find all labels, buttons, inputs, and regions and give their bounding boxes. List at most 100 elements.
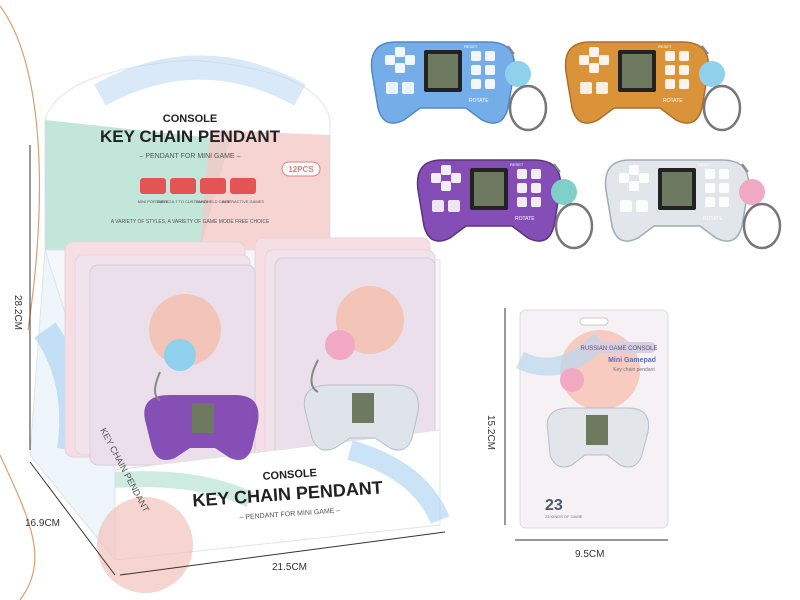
dpad-button xyxy=(589,63,599,73)
dpad-button xyxy=(639,173,649,183)
action-button xyxy=(665,79,675,89)
width-label: 21.5CM xyxy=(272,562,307,573)
rotate-label: ROTATE xyxy=(515,216,535,222)
front-line1: CONSOLE xyxy=(262,467,317,483)
dpad-button xyxy=(395,63,405,73)
dpad-button xyxy=(395,47,405,57)
action-button xyxy=(719,169,729,179)
action-button xyxy=(719,183,729,193)
reset-label: RESET xyxy=(510,162,524,167)
feature-0: MINI PORTABLE xyxy=(138,199,169,204)
action-button xyxy=(471,51,481,61)
action-button xyxy=(531,197,541,207)
gamepad-screen xyxy=(622,54,652,88)
purple-gamepad-screen xyxy=(192,403,214,433)
dpad-button xyxy=(589,47,599,57)
gamepad-variants: ROTATERESETROTATERESETROTATERESETROTATER… xyxy=(370,41,782,250)
dpad-button xyxy=(441,165,451,175)
front-mint-stripe xyxy=(114,471,254,508)
header-line1: CONSOLE xyxy=(163,113,217,125)
feature-3: INTERACTIVE GAMES xyxy=(222,199,264,204)
header-blue-arc xyxy=(94,55,306,106)
bell-icon xyxy=(739,179,765,205)
rotate-label: ROTATE xyxy=(663,98,683,104)
action-button xyxy=(705,183,715,193)
action-button xyxy=(719,197,729,207)
front-blue-stripe xyxy=(347,440,450,525)
action-button xyxy=(517,169,527,179)
dpad-button xyxy=(405,55,415,65)
gamepad-clear: ROTATE RESET xyxy=(604,159,782,250)
action-button xyxy=(665,65,675,75)
keyring-2 xyxy=(310,359,319,393)
action-button xyxy=(665,51,675,61)
action-button xyxy=(679,51,689,61)
gamepad-orange: ROTATE RESET xyxy=(564,41,742,132)
dpad-button xyxy=(385,55,395,65)
rotate-label: ROTATE xyxy=(703,216,723,222)
card-title-pill xyxy=(582,342,656,353)
depth-label: 16.9CM xyxy=(25,518,60,529)
badge-text: 12PCS xyxy=(288,165,314,174)
dpad-button xyxy=(431,173,441,183)
chain xyxy=(553,163,561,173)
card-width-label: 9.5CM xyxy=(575,549,604,560)
action-button xyxy=(531,169,541,179)
header-choice-line: A VARIETY OF STYLES, A VARIETY OF GAME M… xyxy=(111,219,270,225)
header-pink-shape xyxy=(200,130,330,250)
reset-label: RESET xyxy=(464,44,478,49)
left-button xyxy=(432,200,444,212)
card-gamepad-screen xyxy=(586,415,608,445)
keyring xyxy=(154,371,161,401)
width-line xyxy=(119,531,446,576)
action-button xyxy=(705,169,715,179)
chain xyxy=(507,45,515,55)
action-button xyxy=(485,65,495,75)
decorative-arc-bottom xyxy=(0,454,36,600)
dpad-button xyxy=(629,165,639,175)
hang-hole xyxy=(579,317,609,326)
card-pink-bell xyxy=(560,368,584,392)
chain xyxy=(741,163,749,173)
left-button xyxy=(402,82,414,94)
reset-label: RESET xyxy=(698,162,712,167)
keyring-icon xyxy=(554,202,594,250)
header-line2: KEY CHAIN PENDANT xyxy=(100,127,281,146)
action-button xyxy=(485,79,495,89)
header-badge: 12PCS xyxy=(281,161,321,177)
dpad-button xyxy=(619,173,629,183)
gamepad-screen xyxy=(428,54,458,88)
card-title: RUSSIAN GAME CONSOLE xyxy=(580,346,657,352)
left-button xyxy=(580,82,592,94)
dpad-button xyxy=(629,181,639,191)
action-button xyxy=(485,51,495,61)
header-mint-shape xyxy=(45,120,230,250)
left-button xyxy=(386,82,398,94)
action-button xyxy=(705,197,715,207)
decorative-arc xyxy=(0,5,40,331)
feature-tags: MINI PORTABLE DIFFICULT TO CUSTOMIZE HAN… xyxy=(138,178,264,204)
action-button xyxy=(679,79,689,89)
action-button xyxy=(471,79,481,89)
left-button xyxy=(448,200,460,212)
action-button xyxy=(679,65,689,75)
action-button xyxy=(517,197,527,207)
keyring-icon xyxy=(508,84,548,132)
gamepad-screen xyxy=(474,172,504,206)
card-tagline: Key chain pendant xyxy=(613,367,655,373)
depth-line xyxy=(29,461,116,576)
keyring-icon xyxy=(702,84,742,132)
blister-card: RUSSIAN GAME CONSOLE Mini Gamepad Key ch… xyxy=(515,309,669,529)
dpad-button xyxy=(599,55,609,65)
action-button xyxy=(517,183,527,193)
pink-bell xyxy=(325,330,355,360)
left-button xyxy=(620,200,632,212)
dpad-button xyxy=(441,181,451,191)
bell-icon xyxy=(505,61,531,87)
dpad-button xyxy=(579,55,589,65)
card-right-blob xyxy=(336,286,404,354)
reset-label: RESET xyxy=(658,44,672,49)
card-subtitle: Mini Gamepad xyxy=(608,357,656,364)
